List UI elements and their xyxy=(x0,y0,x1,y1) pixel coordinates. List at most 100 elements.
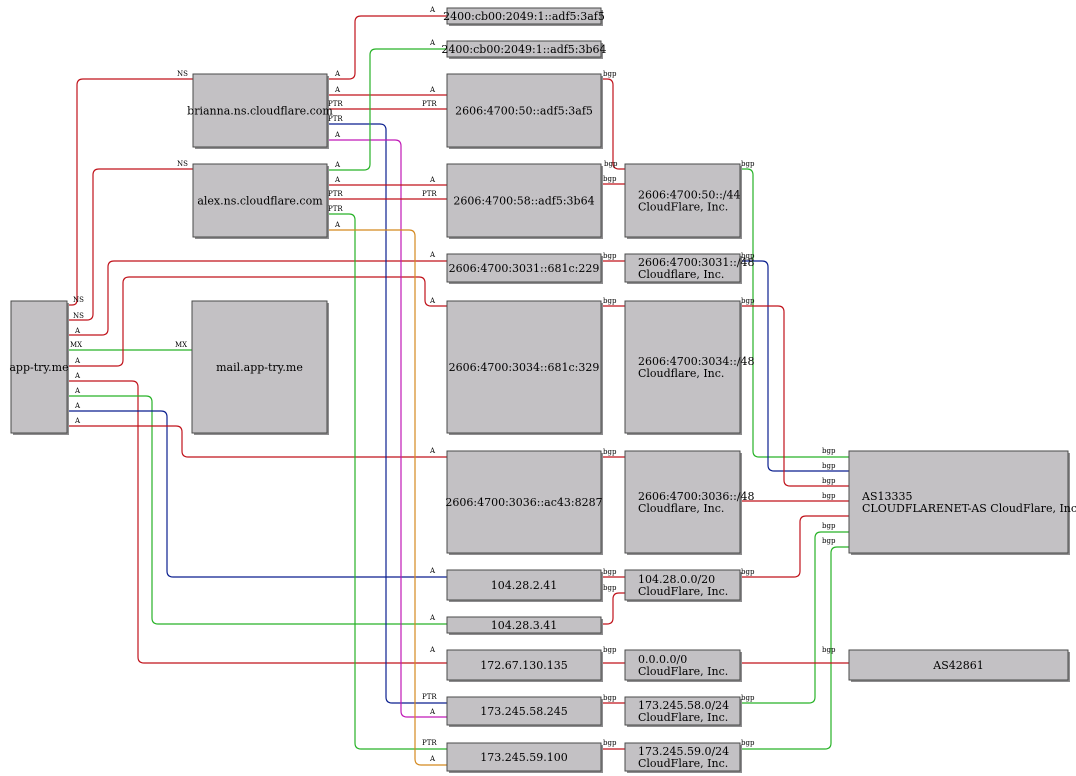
edge-label-ip17358-net-0: bgp xyxy=(603,694,617,702)
node-label-line: 2606:4700:58::adf5:3b64 xyxy=(453,195,594,208)
edge-a-3031 xyxy=(67,260,447,336)
node-mail-app-try-me[interactable]: mail.app-try.me xyxy=(191,300,329,435)
node-label-line: 2606:4700:3036::ac43:8287 xyxy=(445,496,602,509)
node-label-line: 173.245.59.100 xyxy=(480,751,567,764)
node-label-line: 2400:cb00:2049:1::adf5:3b64 xyxy=(441,43,606,56)
node-label-line: 0.0.0.0/0 xyxy=(638,653,687,666)
node-brianna-ns[interactable]: brianna.ns.cloudflare.com xyxy=(187,73,333,149)
edge-label-a-172-0: A xyxy=(74,372,81,380)
node-ip4-173-59[interactable]: 173.245.59.100 xyxy=(446,742,603,773)
edge-label-b-a-2400-1: A xyxy=(429,6,436,14)
edge-al-a-173-59 xyxy=(327,229,447,766)
edge-label-net173-59-as-0: bgp xyxy=(741,739,755,747)
node-label-line: CLOUDFLARENET-AS CloudFlare, Inc. xyxy=(862,502,1076,515)
node-label-line: 2606:4700:3034::/48 xyxy=(638,355,755,368)
edge-a-104-2 xyxy=(67,410,447,578)
node-ip6-3031[interactable]: 2606:4700:3031::681c:229 xyxy=(446,253,603,284)
node-box xyxy=(446,742,602,772)
edge-label-net104-as-0: bgp xyxy=(741,568,755,576)
edge-a-3034 xyxy=(67,276,447,367)
node-box xyxy=(446,40,602,58)
node-label-line: 2606:4700:3036::/48 xyxy=(638,490,755,503)
edge-label-ip1043-net-0: bgp xyxy=(603,584,617,592)
node-ip6-3034[interactable]: 2606:4700:3034::681c:329 xyxy=(446,300,603,435)
edge-label-net3034-as-0: bgp xyxy=(741,297,755,305)
node-label-line: Cloudflare, Inc. xyxy=(638,502,724,515)
edge-label-b-ptr-50-0: PTR xyxy=(328,100,343,108)
edge-ip1043-net xyxy=(601,592,625,625)
node-as42861[interactable]: AS42861 xyxy=(848,649,1070,682)
edge-b-a-2400 xyxy=(327,15,447,80)
node-label-line: CloudFlare, Inc. xyxy=(638,711,728,724)
edge-label-al-a-58-1: A xyxy=(429,176,436,184)
node-label-line: 104.28.0.0/20 xyxy=(638,573,715,586)
edge-label-ip50-net50-1: bgp xyxy=(604,160,618,168)
node-ip4-172[interactable]: 172.67.130.135 xyxy=(446,649,603,682)
edge-label-a-3031-1: A xyxy=(429,251,436,259)
node-box xyxy=(10,300,68,434)
node-label-line: Cloudflare, Inc. xyxy=(638,367,724,380)
edge-label-ip17359-net-0: bgp xyxy=(603,739,617,747)
edge-label-a-104-3-1: A xyxy=(429,614,436,622)
node-alex-ns[interactable]: alex.ns.cloudflare.com xyxy=(192,163,329,239)
node-box xyxy=(446,649,602,681)
edge-net173-59-as xyxy=(740,546,849,750)
edge-label-net104-as-1: bgp xyxy=(822,522,836,530)
node-ip4-104-2-41[interactable]: 104.28.2.41 xyxy=(446,569,603,602)
node-ip6-2400-3b64[interactable]: 2400:cb00:2049:1::adf5:3b64 xyxy=(441,40,607,59)
edge-b-a-173-58 xyxy=(327,139,447,718)
node-box xyxy=(624,696,741,726)
edge-label-b-a-173-58-1: A xyxy=(429,708,436,716)
node-box xyxy=(624,649,741,681)
edge-label-b-a-50-1: A xyxy=(429,86,436,94)
edge-net3031-as xyxy=(740,260,849,472)
edge-net173-58-as xyxy=(740,531,849,704)
edge-label-net3034-as-1: bgp xyxy=(822,477,836,485)
node-app-try-me[interactable]: app-try.me xyxy=(9,300,69,435)
node-label-line: 2400:cb00:2049:1::adf5:3af5 xyxy=(443,10,605,23)
node-label-line: 173.245.59.0/24 xyxy=(638,745,729,758)
node-label-line: brianna.ns.cloudflare.com xyxy=(187,105,333,118)
edge-a-3036 xyxy=(67,425,447,458)
node-box xyxy=(191,300,328,434)
edge-label-al-a-173-59-1: A xyxy=(429,755,436,763)
node-ip6-58-3b64[interactable]: 2606:4700:58::adf5:3b64 xyxy=(446,163,603,239)
node-ip4-173-58[interactable]: 173.245.58.245 xyxy=(446,696,603,727)
edge-label-ip58-net50-0: bgp xyxy=(603,175,617,183)
edge-layer xyxy=(67,15,849,766)
edge-label-ip3036-net-0: bgp xyxy=(603,448,617,456)
edge-label-b-ptr-50-1: PTR xyxy=(422,100,437,108)
node-label-line: 2606:4700:50::adf5:3af5 xyxy=(455,105,593,118)
node-ip4-104-3-41[interactable]: 104.28.3.41 xyxy=(446,616,603,635)
node-label-line: 104.28.2.41 xyxy=(491,579,557,592)
edge-label-net50-as-0: bgp xyxy=(741,160,755,168)
node-box xyxy=(446,73,602,148)
edge-label-b-a-2400-0: A xyxy=(334,70,341,78)
edge-label-a-3034-1: A xyxy=(429,297,436,305)
node-label-line: AS13335 xyxy=(861,490,912,503)
edge-label-ip3031-net-0: bgp xyxy=(603,252,617,260)
node-label-line: alex.ns.cloudflare.com xyxy=(197,195,323,208)
edge-net3034-as xyxy=(740,305,849,487)
edge-label-ns-brianna-1: NS xyxy=(177,70,188,78)
node-label-line: 2606:4700:3034::681c:329 xyxy=(449,361,600,374)
edge-label-mx-mail-0: MX xyxy=(70,341,82,349)
node-box xyxy=(848,450,1069,554)
node-box xyxy=(192,163,328,238)
node-box xyxy=(446,569,602,601)
node-ip6-3036[interactable]: 2606:4700:3036::ac43:8287 xyxy=(445,450,603,555)
edge-al-a-2400 xyxy=(327,48,447,171)
edge-label-a-172-1: A xyxy=(429,646,436,654)
node-ip6-50-3af5[interactable]: 2606:4700:50::adf5:3af5 xyxy=(446,73,603,149)
node-box xyxy=(446,696,602,726)
node-ip6-2400-3af5[interactable]: 2400:cb00:2049:1::adf5:3af5 xyxy=(443,7,605,26)
